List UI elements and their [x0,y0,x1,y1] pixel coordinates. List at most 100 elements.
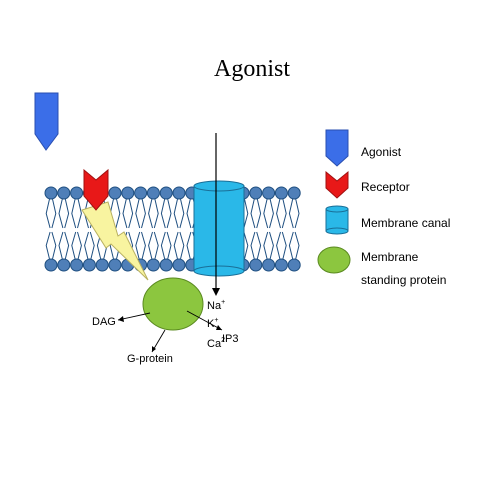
lipid-tail [263,198,269,229]
lipid-head [82,258,96,272]
ion-flow-arrow [212,133,220,296]
potassium-ion-label: K+ [207,317,218,330]
lipid-head [249,258,263,272]
lipid-tail [71,231,77,260]
lipid-tail [294,231,300,260]
lipid-tail [115,198,121,229]
legend-canal-icon [325,205,349,235]
diagram-title: Agonist [214,56,290,82]
lipid-tail [179,198,185,229]
lipid-head [70,186,84,200]
lipid-tail [269,198,274,229]
lipid-tail [45,231,51,260]
lipid-tail [64,198,70,229]
receptor-icon [83,168,109,211]
lipid-tail [84,231,89,260]
lipid-head [287,186,301,200]
potassium-charge: + [214,317,218,324]
lipid-tail [51,198,57,229]
lipid-head [274,186,288,200]
lipid-tail [179,231,185,260]
lipid-head [108,258,122,272]
potassium-symbol: K [207,318,215,330]
lipid-tail [263,231,269,260]
lipid-tail [122,198,128,229]
lipid-tail [148,231,153,260]
lipid-tail [77,198,82,229]
agonist-arrow-icon [34,92,59,151]
lipid-tail [160,198,166,229]
lipid-tail [186,198,192,229]
lipid-tail [166,231,172,260]
sodium-symbol: Na [207,300,222,312]
lipid-tail [141,198,146,229]
lipid-tail [186,231,192,260]
lipid-tail [281,231,287,260]
ip3-label: IP3 [222,333,239,345]
lipid-head [287,258,301,272]
signal-bolt-icon [81,201,149,281]
calcium-symbol: Ca [207,338,222,350]
lipid-tail [276,198,281,229]
lipid-tail [281,198,287,229]
lipid-tail [269,231,274,260]
lipid-tail [135,231,141,260]
dag-label: DAG [92,316,116,328]
legend-protein-label-line2: standing protein [361,273,446,287]
lipid-tail [148,198,153,229]
lipid-head [172,258,186,272]
lipid-head [108,186,122,200]
lipid-tail [45,198,51,229]
lipid-head [134,186,148,200]
lipid-tail [153,231,159,260]
g-protein-ellipse [142,277,204,331]
lipid-tail [256,198,262,229]
lipid-head [57,186,71,200]
legend-protein-icon [317,246,351,274]
lipid-tail [89,231,95,260]
lipid-head [44,258,58,272]
lipid-tail [77,231,82,260]
lipid-head [57,258,71,272]
lipid-head [262,258,276,272]
lipid-tail [250,231,256,260]
lipid-head [159,258,173,272]
lipid-tail [51,231,57,260]
lipid-tail [128,198,134,229]
lipid-head [159,186,173,200]
legend: Agonist Receptor Membrane canal Membrane… [317,129,450,287]
lipid-tail [288,198,294,229]
lipid-tail [141,231,146,260]
lipid-head [95,258,109,272]
lipid-tail [173,198,179,229]
sodium-ion-label: Na+ [207,299,225,312]
legend-agonist-label: Agonist [361,145,402,159]
membrane-canal [193,180,245,277]
lipid-head [146,186,160,200]
lipid-head [274,258,288,272]
legend-agonist-icon [325,129,349,167]
legend-receptor-icon [325,170,349,199]
lipid-tail [288,231,294,260]
lipid-tail [71,198,77,229]
lipid-tail [276,231,281,260]
lipid-head [44,186,58,200]
lipid-head [262,186,276,200]
calcium-ion-label: Ca2 [207,337,225,350]
g-protein-arrowheads [118,316,222,352]
lipid-tail [243,231,249,260]
lipid-tail [160,231,166,260]
lipid-tail [173,231,179,260]
lipid-head [172,186,186,200]
calcium-charge: 2 [221,337,225,344]
lipid-tail [153,198,159,229]
lipid-tail [64,231,70,260]
lipid-tail [256,231,262,260]
lipid-bilayer [44,186,301,272]
lipid-tail [294,198,300,229]
legend-protein-label-line1: Membrane [361,250,419,264]
lipid-tail [166,198,172,229]
lipid-tail [58,198,64,229]
lipid-tail [135,198,141,229]
